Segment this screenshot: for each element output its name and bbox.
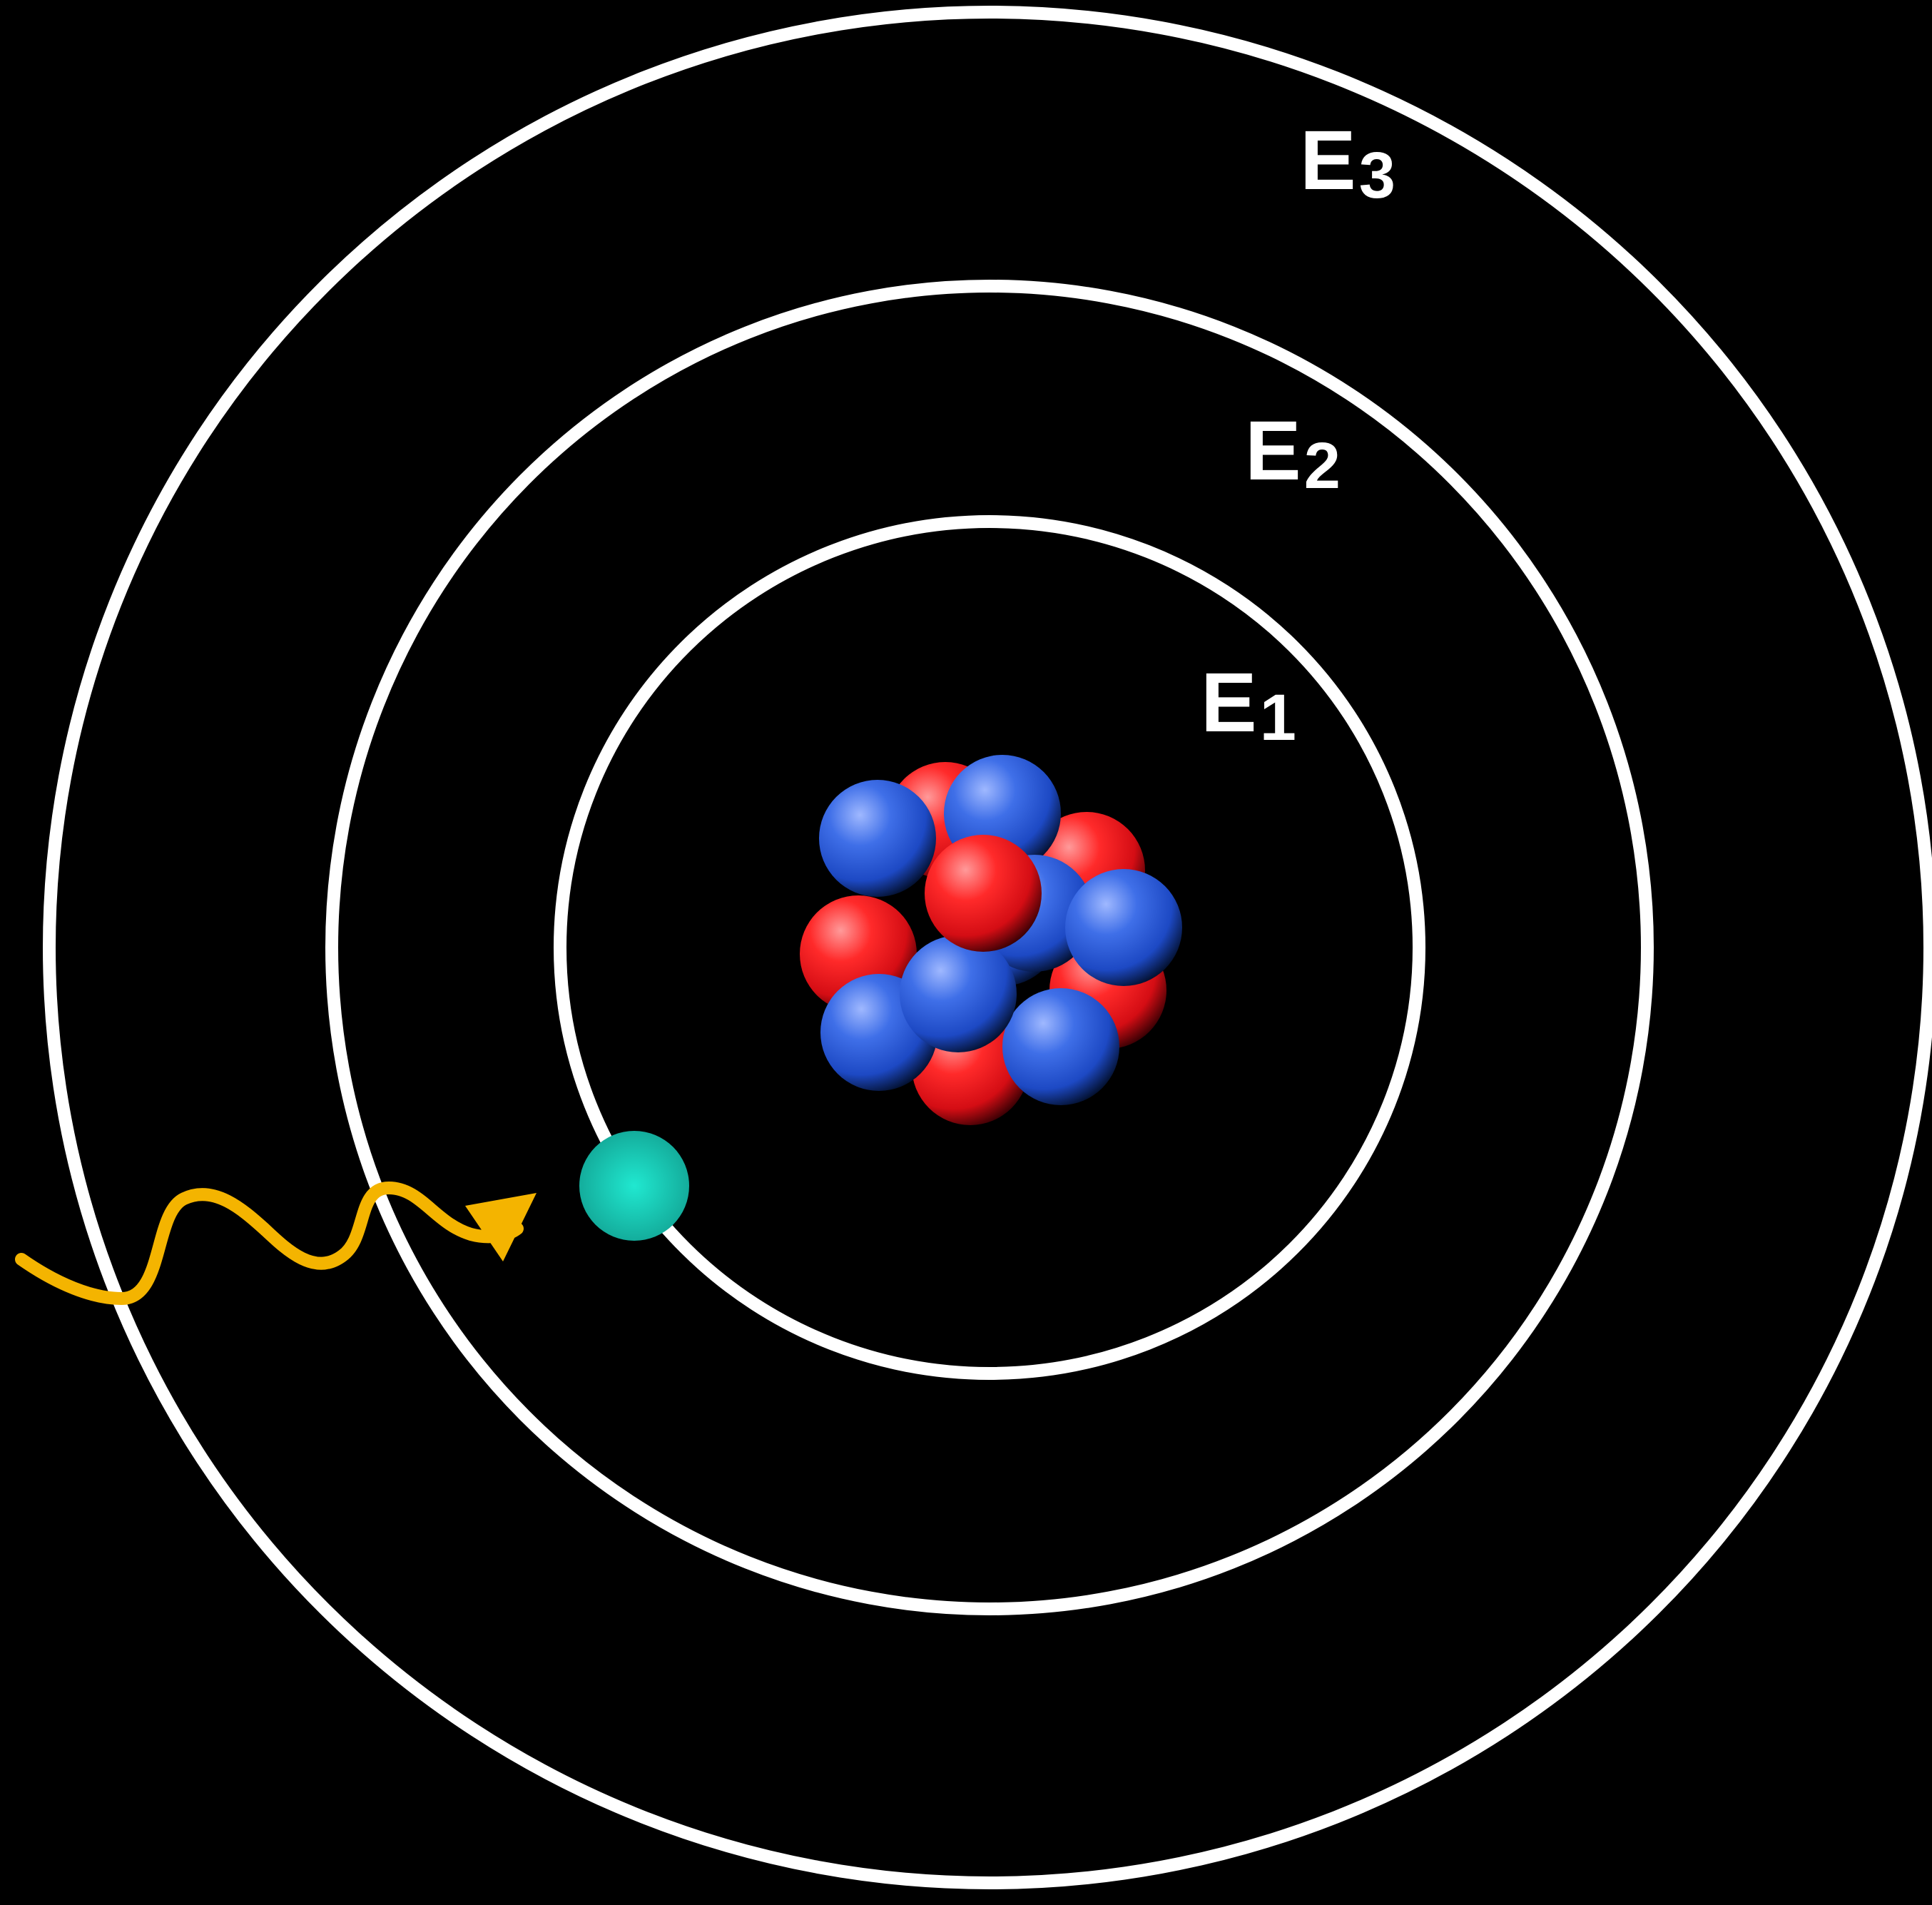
label-e2: E2	[1245, 404, 1341, 502]
neutron	[1065, 869, 1182, 986]
label-e3: E3	[1300, 113, 1395, 212]
orbit-e2	[325, 280, 1654, 1615]
nucleus	[800, 755, 1182, 1125]
photon-arrowhead	[465, 1193, 537, 1261]
orbits	[43, 6, 1932, 1889]
proton	[925, 835, 1042, 952]
electron	[579, 1131, 689, 1241]
photon-wave-path	[15, 1182, 524, 1305]
photon-wave	[15, 1182, 537, 1305]
orbit-labels: E1 E2 E3	[1201, 113, 1395, 754]
orbit-e1	[554, 515, 1425, 1380]
orbit-e3	[43, 6, 1932, 1889]
neutron	[819, 780, 936, 897]
label-e1: E1	[1201, 656, 1296, 754]
neutron	[1002, 988, 1119, 1105]
neutron	[900, 935, 1017, 1052]
